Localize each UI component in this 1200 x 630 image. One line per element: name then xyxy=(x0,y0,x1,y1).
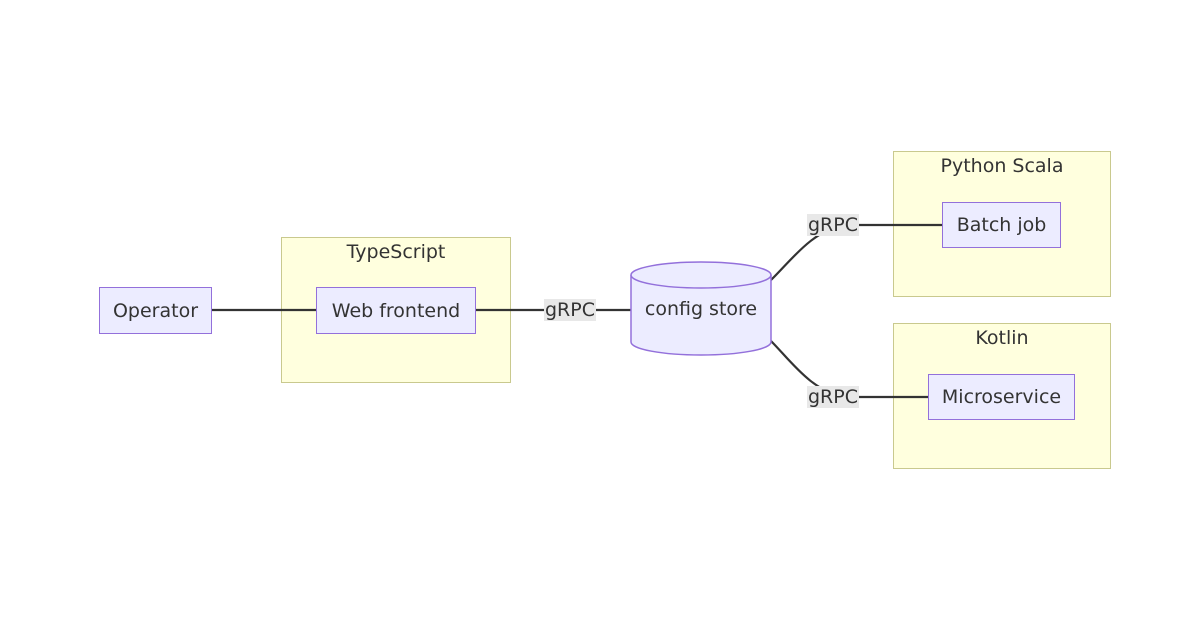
node-config-store-label[interactable]: config store xyxy=(644,298,758,320)
node-operator[interactable]: Operator xyxy=(99,287,212,334)
config-store-database-icon xyxy=(630,261,772,356)
node-batch-job[interactable]: Batch job xyxy=(942,202,1061,248)
node-microservice[interactable]: Microservice xyxy=(928,374,1075,420)
node-web-frontend-label: Web frontend xyxy=(331,299,461,322)
node-web-frontend[interactable]: Web frontend xyxy=(316,287,476,334)
cluster-title-typescript: TypeScript xyxy=(346,241,446,263)
edge-label-store-to-batch: gRPC xyxy=(807,214,859,236)
edge-label-store-to-micro: gRPC xyxy=(807,386,859,408)
node-operator-label: Operator xyxy=(112,299,199,322)
cluster-title-kotlin: Kotlin xyxy=(975,327,1029,349)
edge-label-web-to-store: gRPC xyxy=(544,299,596,321)
node-batch-job-label: Batch job xyxy=(956,214,1047,236)
node-microservice-label: Microservice xyxy=(941,386,1062,408)
cluster-title-python-scala: Python Scala xyxy=(940,155,1064,177)
